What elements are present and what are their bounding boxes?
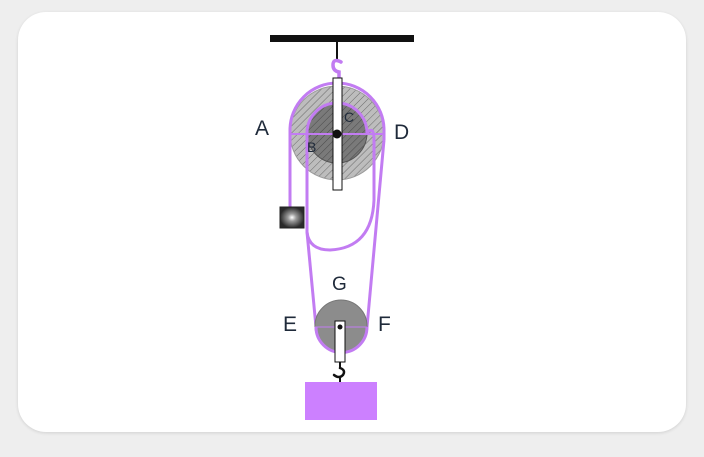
lower-hook-icon [332, 362, 346, 383]
load-block [305, 382, 377, 420]
label-F: F [378, 313, 391, 336]
label-A: A [255, 117, 269, 140]
label-D: D [394, 121, 409, 144]
label-G: G [332, 274, 347, 295]
upper-pulley-axle [332, 129, 342, 139]
lower-pulley-axle [337, 324, 343, 330]
rope-slack-loop [305, 128, 376, 252]
diagram-card [18, 12, 686, 432]
rope-right-to-lower [365, 139, 386, 328]
upper-hook-icon [331, 58, 343, 80]
label-B: B [307, 139, 316, 155]
handle-block-icon [279, 206, 305, 229]
label-E: E [283, 313, 297, 336]
label-C: C [344, 109, 354, 125]
ceiling-beam [270, 35, 414, 42]
rope-left-to-lower [305, 231, 318, 328]
